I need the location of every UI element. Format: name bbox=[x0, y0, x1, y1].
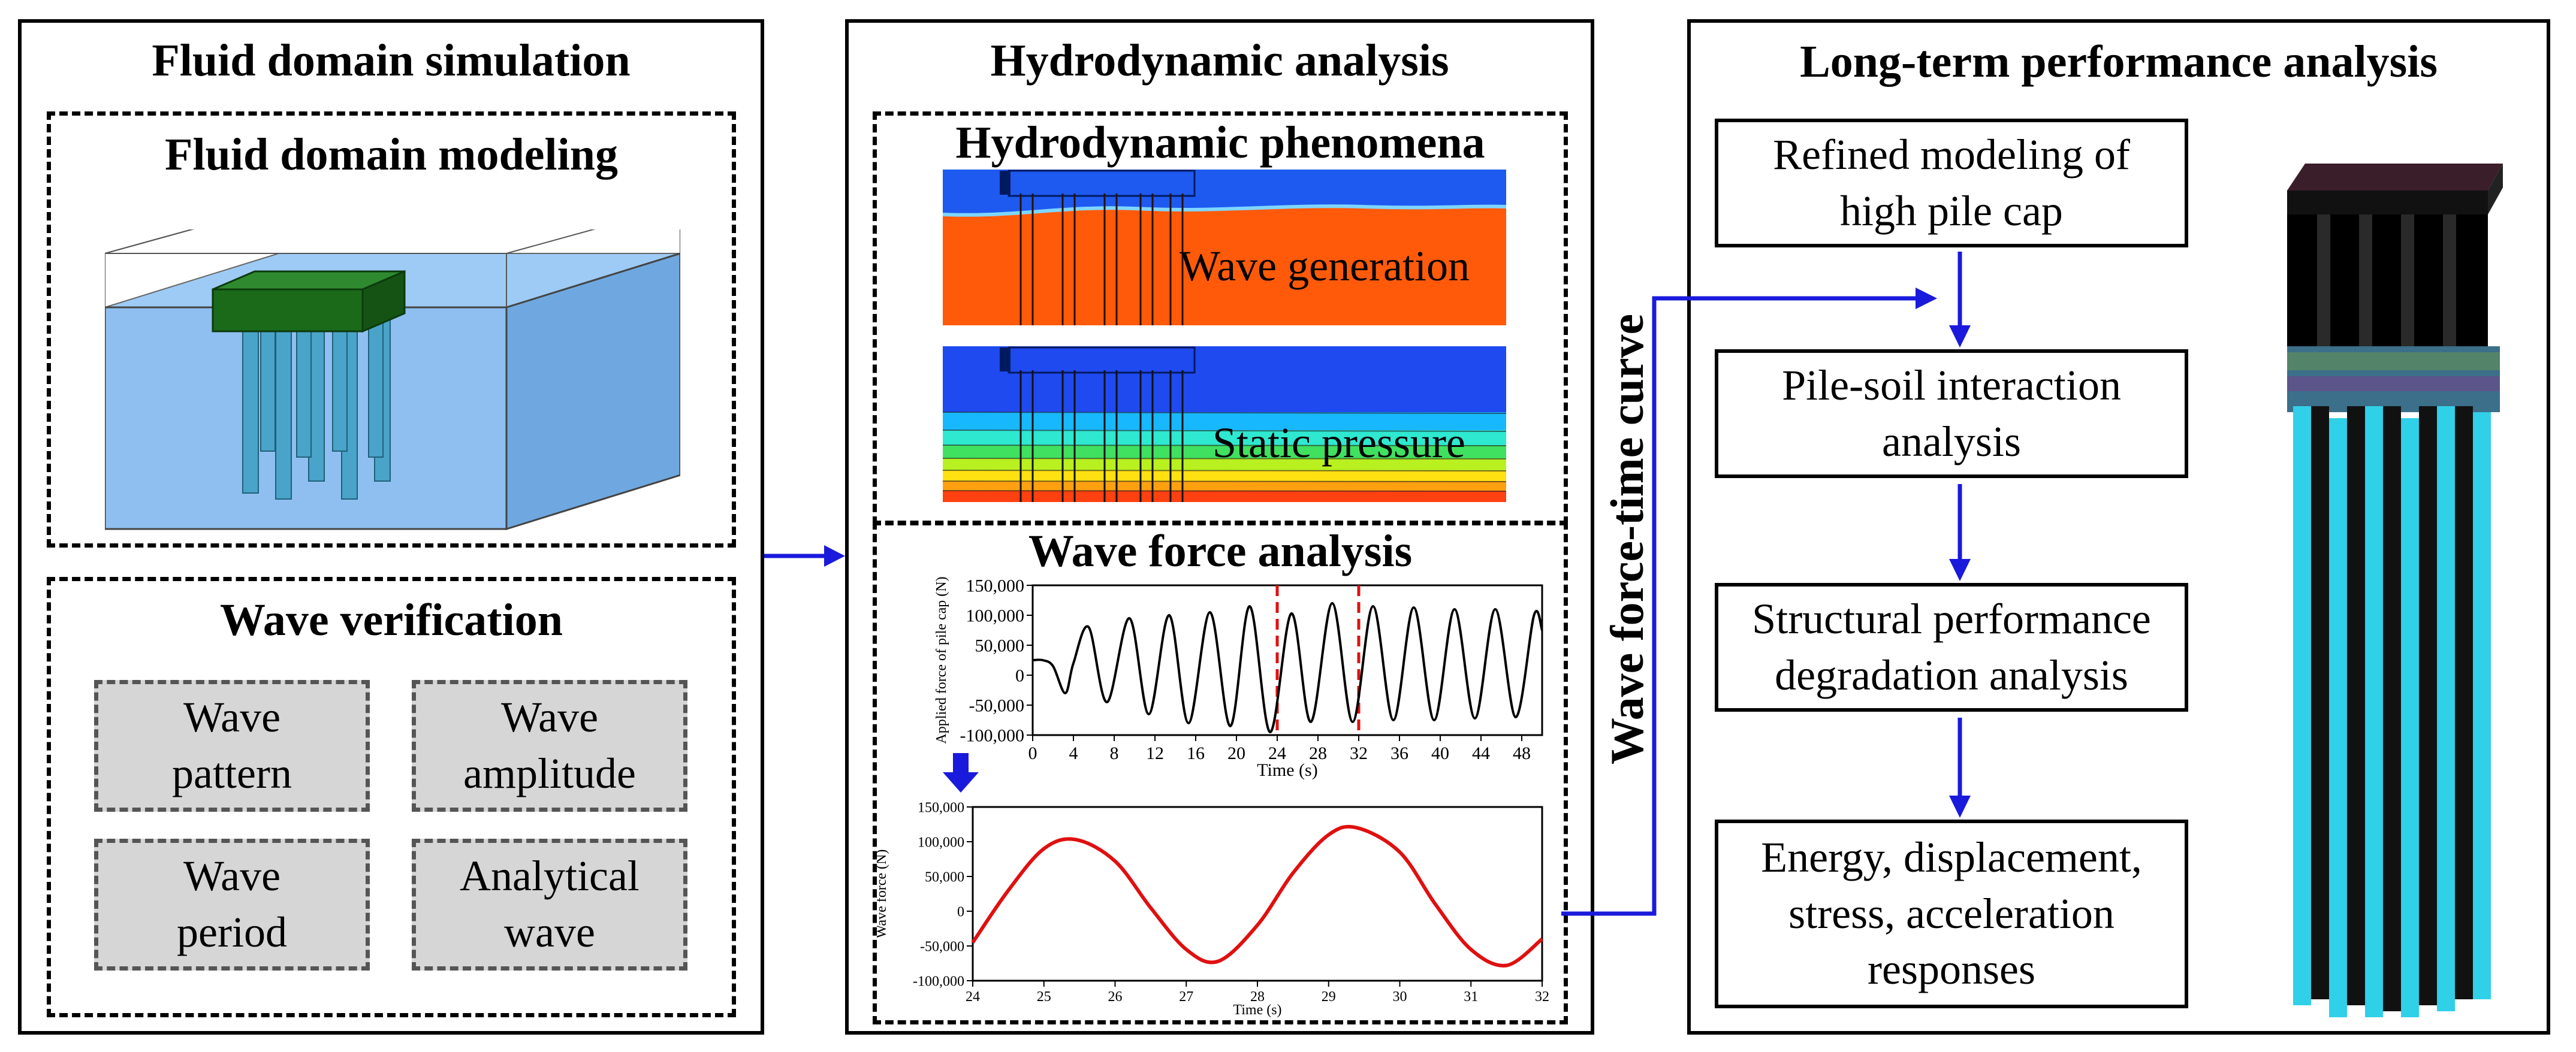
x-tick-label: 44 bbox=[1472, 743, 1490, 763]
x-tick-label: 16 bbox=[1187, 743, 1205, 763]
analytical-wave-box: Analytical wave bbox=[412, 839, 687, 971]
y-tick-label: 0 bbox=[1015, 666, 1024, 686]
x-tick-label: 28 bbox=[1309, 743, 1327, 763]
zoom-down-arrow bbox=[943, 753, 979, 793]
wave-pattern-box: Wave pattern bbox=[94, 680, 370, 812]
chart-to-long-term-arrow bbox=[1561, 296, 1918, 916]
x-tick-label: 0 bbox=[1028, 743, 1037, 763]
x-tick-label: 40 bbox=[1431, 743, 1449, 763]
x-tick-label: 32 bbox=[1350, 743, 1368, 763]
x-tick-label: 28 bbox=[1250, 989, 1265, 1005]
x-tick-label: 29 bbox=[1322, 989, 1336, 1005]
x-tick-label: 48 bbox=[1513, 743, 1531, 763]
x-axis-label: Time (s) bbox=[1257, 760, 1317, 780]
x-tick-label: 26 bbox=[1108, 989, 1123, 1005]
pile-soil-interaction-box: Pile-soil interaction analysis bbox=[1715, 349, 2188, 478]
y-tick-label: -50,000 bbox=[920, 939, 964, 954]
x-tick-label: 30 bbox=[1393, 989, 1407, 1005]
x-tick-label: 36 bbox=[1390, 743, 1408, 763]
hydrodynamic-phenomena-title: Hydrodynamic phenomena bbox=[955, 117, 1485, 168]
x-tick-label: 31 bbox=[1464, 989, 1478, 1005]
wave-generation-figure bbox=[943, 170, 1506, 325]
fluid-domain-panel: Fluid domain simulation Fluid domain mod… bbox=[18, 19, 764, 1035]
y-tick-label: 50,000 bbox=[975, 636, 1025, 656]
wave-amplitude-box: Wave amplitude bbox=[412, 680, 687, 812]
refined-modeling-box: Refined modeling of high pile cap bbox=[1715, 119, 2188, 247]
y-tick-label: -100,000 bbox=[960, 726, 1025, 746]
static-pressure-label: Static pressure bbox=[1212, 419, 1465, 467]
force-curve bbox=[1032, 601, 1543, 734]
fluid-domain-title: Fluid domain simulation bbox=[152, 35, 631, 86]
wave-force-title: Wave force analysis bbox=[1028, 526, 1413, 576]
x-axis-label: Time (s) bbox=[1233, 1002, 1281, 1018]
responses-box: Energy, displacement, stress, accelerati… bbox=[1715, 820, 2188, 1008]
y-axis-label: Applied force of pile cap (N) bbox=[934, 576, 949, 743]
y-tick-label: 0 bbox=[957, 904, 964, 920]
long-term-title: Long-term performance analysis bbox=[1800, 37, 2438, 87]
fluid-modeling-box: Fluid domain modeling bbox=[47, 111, 736, 548]
wave-period-box: Wave period bbox=[94, 839, 370, 971]
y-tick-label: 150,000 bbox=[918, 800, 964, 815]
wave-force-analysis-box: Wave force analysis -100,000 -50,000 0 50,0… bbox=[873, 521, 1568, 1024]
y-tick-label: 50,000 bbox=[925, 869, 964, 885]
wave-generation-label: Wave generation bbox=[1180, 242, 1470, 290]
force-curve bbox=[971, 824, 1543, 968]
static-pressure-figure bbox=[943, 346, 1506, 502]
y-tick-label: -50,000 bbox=[969, 696, 1025, 716]
x-tick-label: 20 bbox=[1227, 743, 1245, 763]
y-tick-label: 100,000 bbox=[918, 835, 964, 850]
wave-verification-title: Wave verification bbox=[220, 595, 563, 645]
fluid-domain-model-figure bbox=[105, 229, 680, 531]
y-tick-label: -100,000 bbox=[913, 974, 964, 989]
x-tick-label: 12 bbox=[1146, 743, 1164, 763]
hydrodynamic-phenomena-box: Hydrodynamic phenomena Wave generation bbox=[873, 111, 1568, 525]
x-tick-label: 27 bbox=[1179, 989, 1193, 1005]
x-tick-label: 8 bbox=[1110, 743, 1119, 763]
performance-degradation-box: Structural performance degradation analy… bbox=[1715, 583, 2188, 712]
x-tick-label: 24 bbox=[966, 989, 980, 1005]
long-term-panel: Long-term performance analysis Refined m… bbox=[1687, 19, 2550, 1035]
hydrodynamic-panel: Hydrodynamic analysis Hydrodynamic pheno… bbox=[845, 19, 1594, 1035]
x-tick-label: 4 bbox=[1069, 743, 1078, 763]
wave-force-chart: -100,000 -50,000 0 50,000 100,000 150,000 24 25… bbox=[877, 800, 1549, 1018]
fluid-modeling-title: Fluid domain modeling bbox=[165, 129, 618, 180]
x-tick-label: 25 bbox=[1037, 989, 1051, 1005]
wave-verification-box: Wave verification Wave pattern Wave ampl… bbox=[47, 577, 736, 1017]
y-tick-label: 150,000 bbox=[966, 576, 1025, 596]
pile-cap-structure-figure bbox=[2287, 164, 2503, 1017]
x-tick-label: 32 bbox=[1535, 989, 1549, 1005]
y-axis-label: Wave force (N) bbox=[877, 850, 889, 939]
hydrodynamic-title: Hydrodynamic analysis bbox=[990, 35, 1449, 86]
x-tick-label: 24 bbox=[1268, 743, 1286, 763]
y-tick-label: 100,000 bbox=[966, 606, 1025, 626]
